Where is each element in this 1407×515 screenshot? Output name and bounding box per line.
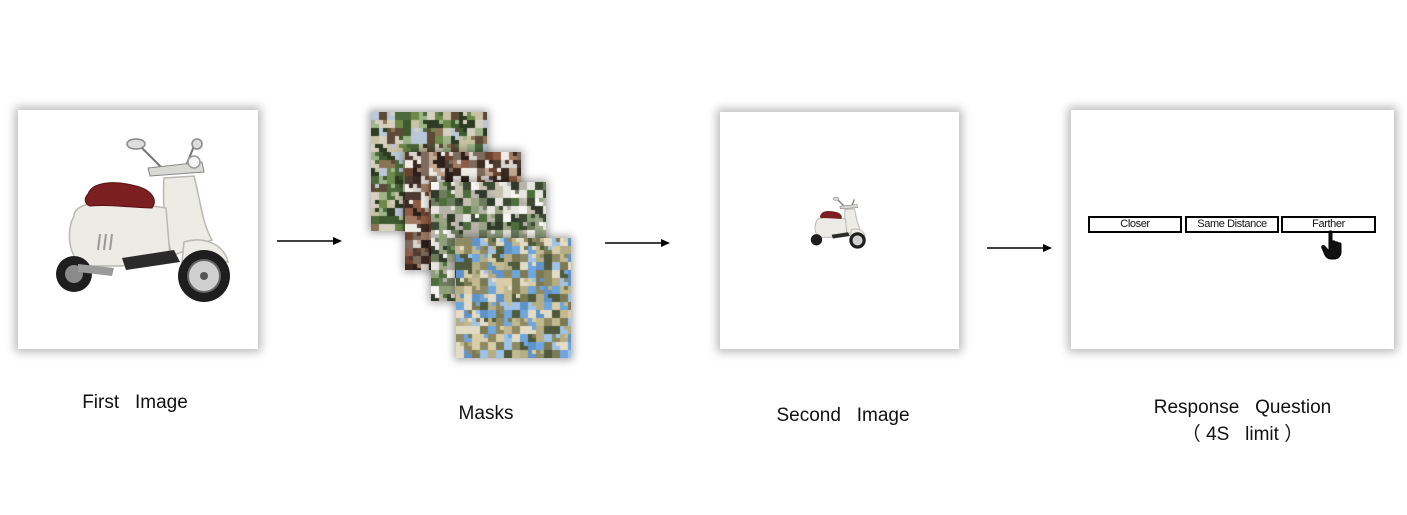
- arrow-right-icon: [987, 244, 1052, 252]
- same-distance-button[interactable]: Same Distance: [1185, 216, 1279, 233]
- second-image-caption: Second Image: [776, 405, 910, 426]
- masks-caption: Masks: [458, 403, 514, 424]
- scooter-image: [810, 196, 866, 249]
- mask-image-4: [456, 238, 571, 358]
- response-question-panel: Closer Same Distance Farther: [1071, 110, 1394, 349]
- hand-pointer-icon: [1321, 230, 1342, 260]
- first-image-caption: First Image: [82, 392, 188, 413]
- arrow-right-icon: [605, 239, 670, 247]
- second-image-panel: [720, 112, 959, 349]
- arrow-right-icon: [277, 237, 342, 245]
- scooter-image: [56, 138, 230, 302]
- response-question-caption: Response Question （ 4S limit ）: [1153, 397, 1332, 445]
- closer-button[interactable]: Closer: [1088, 216, 1182, 233]
- first-image-panel: [18, 110, 258, 349]
